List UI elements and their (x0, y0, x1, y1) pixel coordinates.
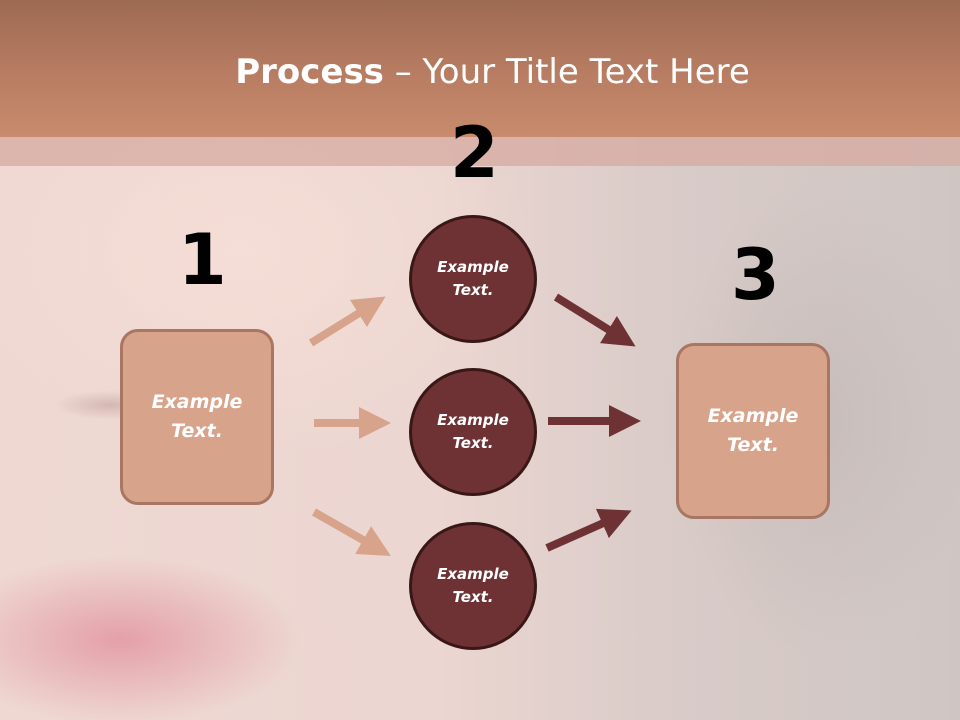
arrow-to-top (308, 296, 386, 347)
title-bar-strip (0, 137, 960, 166)
arrow-to-bottom (312, 508, 391, 556)
circle-top-label: Example Text. (437, 258, 509, 299)
slide-title-rest: – Your Title Text Here (383, 52, 750, 92)
slide-title: Process – Your Title Text Here (0, 52, 960, 92)
arrow-from-bottom (545, 508, 632, 552)
circle-bottom-label: Example Text. (437, 565, 509, 606)
right-process-box: Example Text. (676, 343, 830, 519)
circle-node-top: Example Text. (409, 215, 537, 343)
left-process-box: Example Text. (120, 329, 274, 505)
arrow-from-top (553, 293, 636, 347)
slide-title-bold: Process (235, 52, 384, 92)
step-number-3: 3 (731, 234, 780, 316)
step-number-1: 1 (178, 219, 227, 301)
step-number-2: 2 (450, 112, 499, 194)
title-bar (0, 0, 960, 137)
right-box-label: Example Text. (707, 405, 799, 456)
left-box-label: Example Text. (151, 391, 243, 442)
circle-node-middle: Example Text. (409, 368, 537, 496)
circle-node-bottom: Example Text. (409, 522, 537, 650)
circle-middle-label: Example Text. (437, 411, 509, 452)
